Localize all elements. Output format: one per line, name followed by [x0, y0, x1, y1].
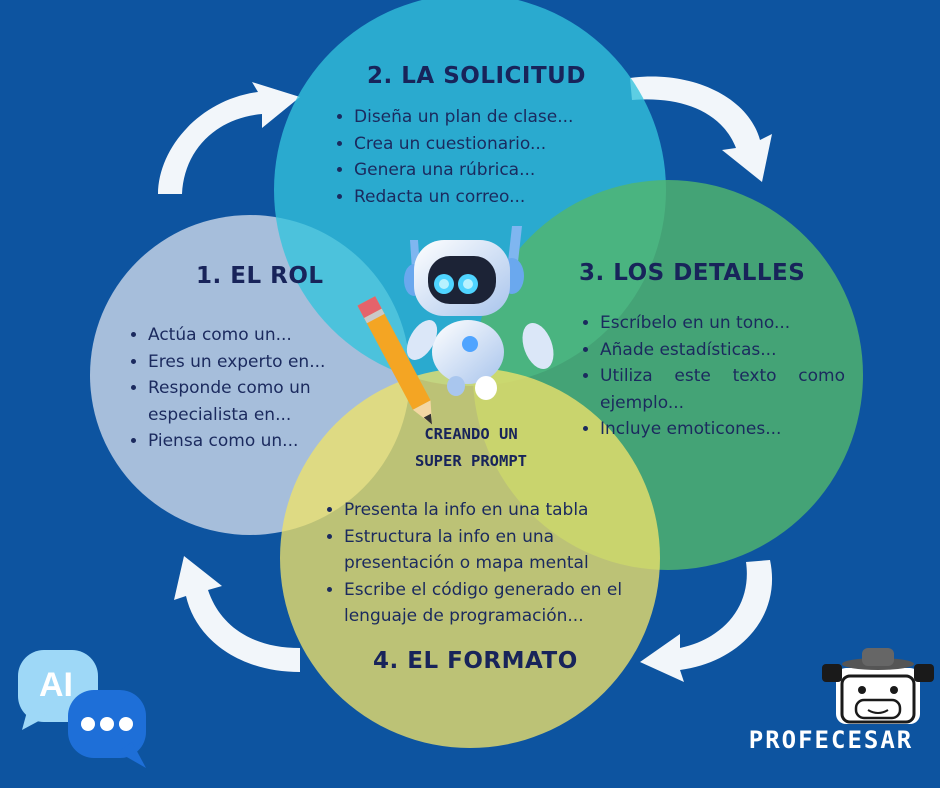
section-title-detalles: 3. LOS DETALLES — [579, 260, 806, 286]
list-item: Crea un cuestionario... — [354, 131, 634, 158]
brand-name: PROFECESAR — [748, 726, 914, 754]
arrow-bottom-left — [174, 556, 300, 672]
solicitud-list: Diseña un plan de clase... Crea un cuest… — [334, 104, 634, 210]
section-title-solicitud: 2. LA SOLICITUD — [367, 63, 586, 89]
list-item: Escríbelo en un tono... — [600, 310, 845, 337]
cow-with-hat-logo — [822, 648, 934, 724]
list-item: Estructura la info en una presentación o… — [344, 524, 640, 577]
list-item: Añade estadísticas... — [600, 337, 845, 364]
list-item: Responde como un especialista en... — [148, 375, 358, 428]
list-item: Diseña un plan de clase... — [354, 104, 634, 131]
formato-list: Presenta la info en una tabla Estructura… — [324, 497, 640, 630]
detalles-list: Escríbelo en un tono... Añade estadístic… — [580, 310, 845, 443]
ai-chat-bubble-icon: AI — [18, 650, 146, 768]
center-caption: CREANDO UN SUPER PROMPT — [390, 421, 552, 475]
center-caption-line2: SUPER PROMPT — [415, 452, 527, 470]
list-item: Incluye emoticones... — [600, 416, 845, 443]
list-item: Piensa como un... — [148, 428, 358, 455]
list-item: Utiliza este texto como ejemplo... — [600, 363, 845, 416]
rol-list: Actúa como un... Eres un experto en... R… — [128, 322, 358, 455]
cycle-arrows — [158, 76, 773, 682]
list-item: Redacta un correo... — [354, 184, 634, 211]
list-item: Presenta la info en una tabla — [344, 497, 640, 524]
list-item: Actúa como un... — [148, 322, 358, 349]
arrow-bottom-right — [640, 560, 773, 682]
ai-label: AI — [39, 666, 73, 704]
section-title-formato: 4. EL FORMATO — [373, 648, 578, 674]
list-item: Escribe el código generado en el lenguaj… — [344, 577, 640, 630]
circle-formato — [280, 368, 660, 748]
list-item: Eres un experto en... — [148, 349, 358, 376]
robot-with-pencil-icon — [357, 226, 554, 425]
list-item: Genera una rúbrica... — [354, 157, 634, 184]
arrow-top-right — [630, 76, 772, 182]
center-caption-line1: CREANDO UN — [424, 425, 518, 443]
arrow-top-left — [158, 82, 300, 194]
section-title-rol: 1. EL ROL — [196, 263, 324, 289]
